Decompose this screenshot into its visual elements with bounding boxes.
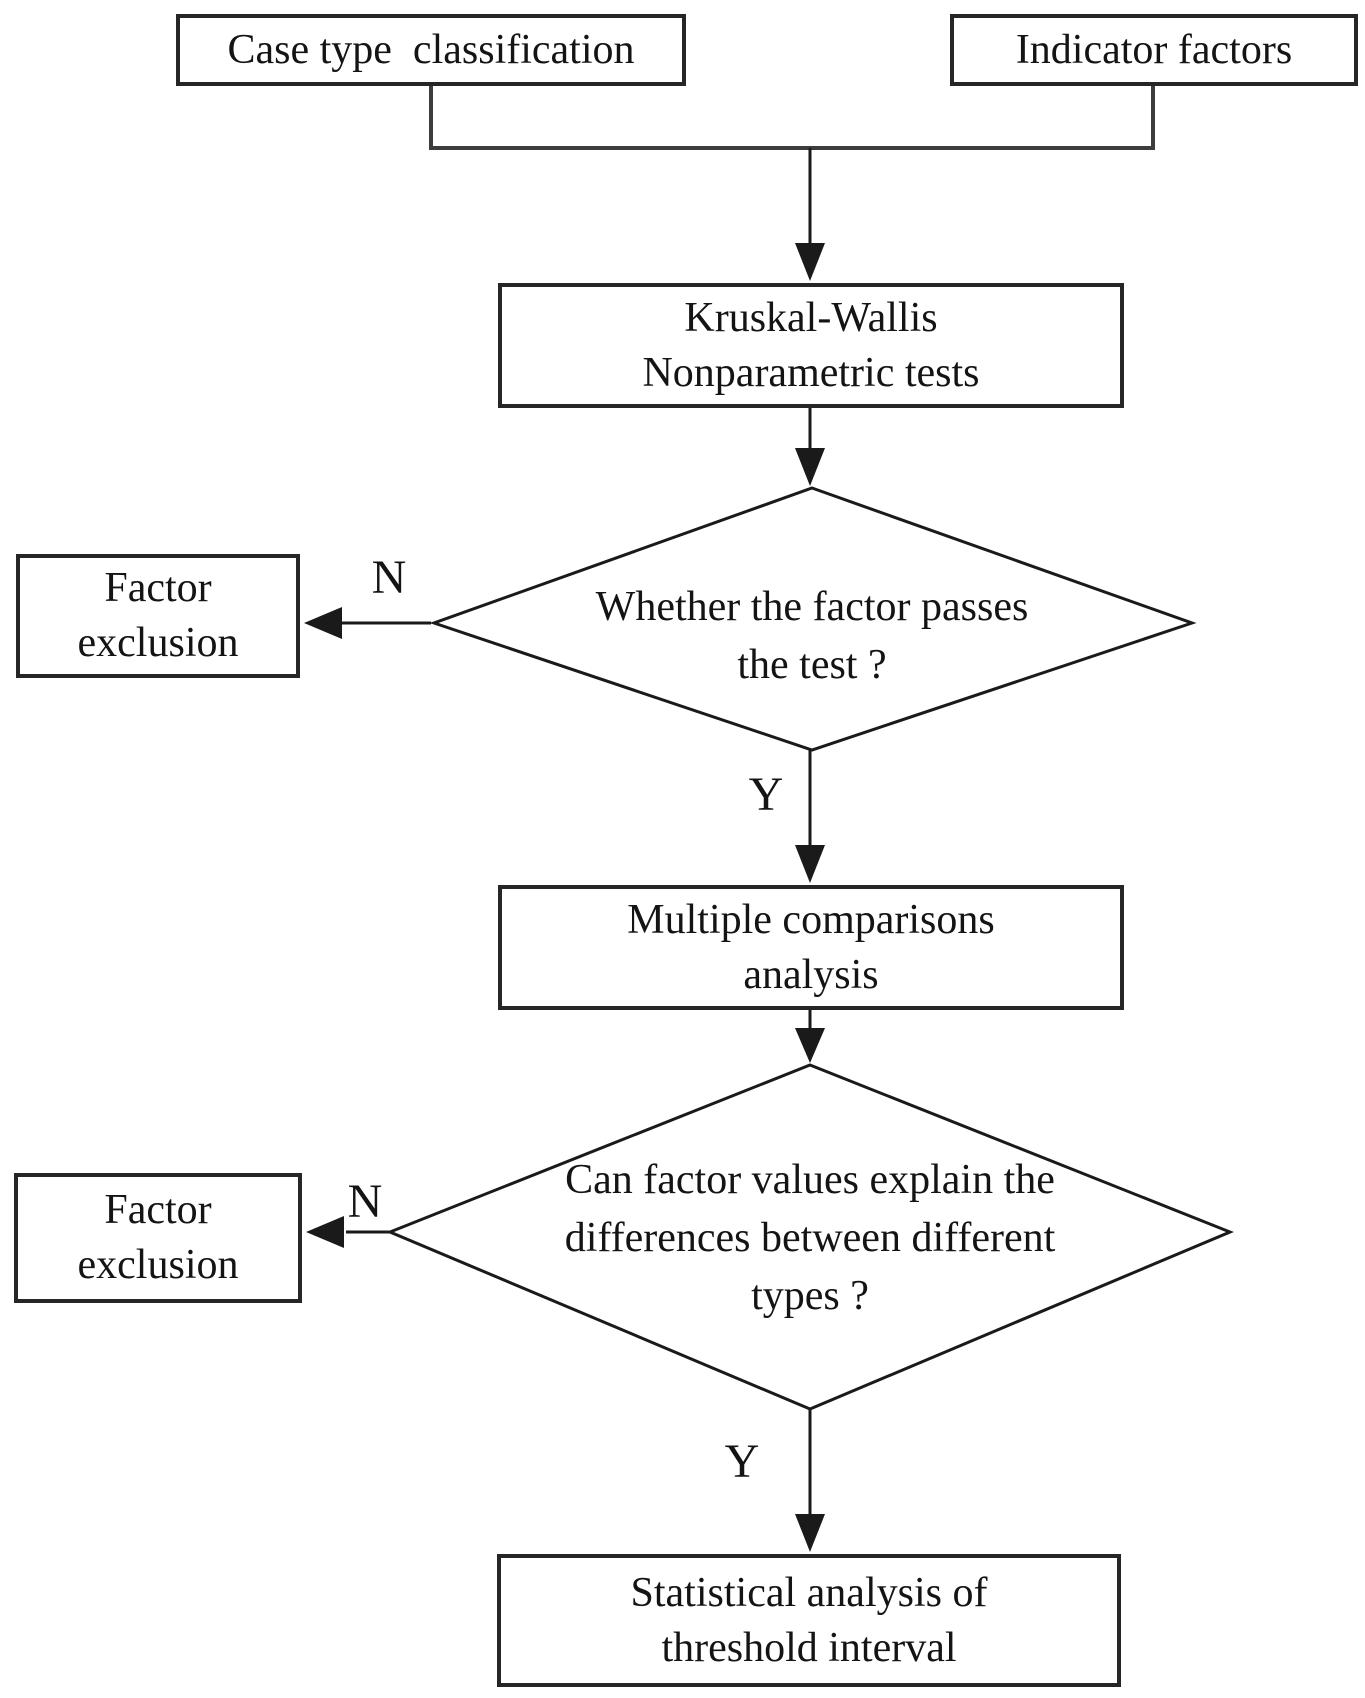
decision-2-label: Can factor values explain the difference…	[564, 1157, 1056, 1319]
indicator-factors-box: Indicator factors	[950, 14, 1358, 86]
multiple-comparisons-box: Multiple comparisons analysis	[498, 885, 1124, 1010]
decision-1-no-label: N	[371, 551, 407, 604]
arrowhead-merge-to-kruskal	[795, 243, 825, 281]
decision-1-label: Whether the factor passes the test ?	[595, 584, 1029, 688]
arrowhead-multiple-to-decision2	[795, 1028, 825, 1063]
merge-connector	[429, 86, 1155, 150]
arrow-shafts	[340, 148, 812, 1518]
decision-2-yes-label: Y	[724, 1435, 760, 1488]
arrowhead-decision2-yes	[795, 1514, 825, 1552]
statistical-analysis-box: Statistical analysis of threshold interv…	[497, 1554, 1121, 1687]
decision-1-diamond	[429, 486, 1197, 752]
arrowhead-kruskal-to-decision1	[795, 448, 825, 486]
decision-2-no-label: N	[347, 1175, 383, 1228]
arrowhead-decision1-yes	[795, 845, 825, 883]
factor-exclusion-2-box: Factor exclusion	[14, 1173, 302, 1303]
arrowhead-decision2-no	[306, 1216, 344, 1248]
factor-exclusion-1-box: Factor exclusion	[16, 554, 300, 678]
arrowhead-decision1-no	[304, 607, 342, 639]
decision-1-yes-label: Y	[748, 768, 784, 821]
kruskal-wallis-box: Kruskal-Wallis Nonparametric tests	[498, 283, 1124, 408]
case-type-classification-box: Case type classification	[176, 14, 686, 86]
